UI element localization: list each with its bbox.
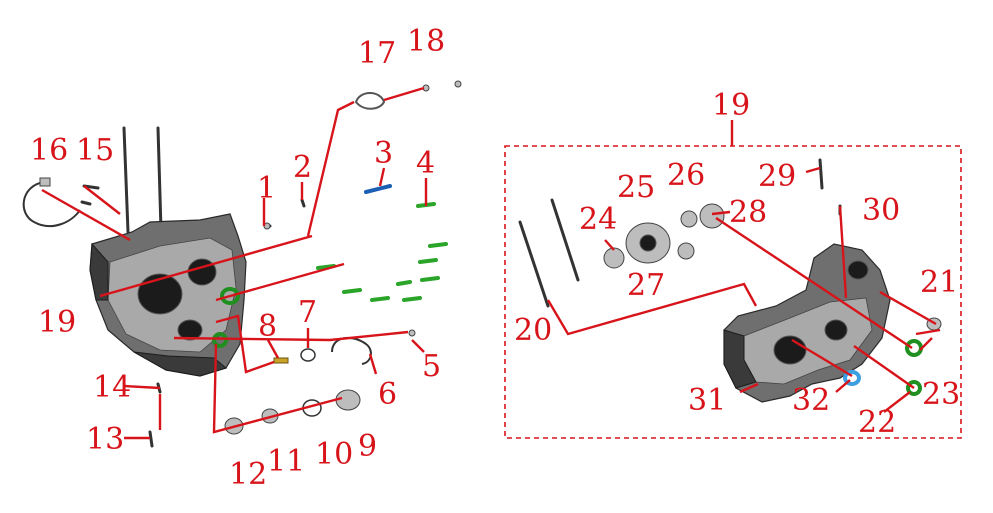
callout-16: 16 [30, 133, 68, 168]
seal-22 [906, 380, 922, 396]
assembly-19-box [504, 145, 962, 439]
callout-8: 8 [258, 309, 277, 344]
callout-12: 12 [229, 457, 267, 492]
bolt-5 [408, 329, 416, 337]
clip-15 [80, 200, 92, 206]
callout-18: 18 [407, 24, 445, 59]
callout-21: 21 [920, 265, 958, 300]
callout-29: 29 [758, 159, 796, 194]
green-bolt-h [396, 280, 412, 286]
nut-18 [454, 80, 462, 88]
bearing-28 [699, 203, 725, 229]
green-bolt-e [370, 296, 390, 302]
seal-32 [843, 370, 861, 386]
callout-19-left: 19 [38, 305, 76, 340]
callout-13: 13 [86, 422, 124, 457]
green-bolt-a [428, 242, 448, 248]
callout-22: 22 [858, 405, 896, 440]
callout-23: 23 [922, 377, 960, 412]
callout-14: 14 [93, 370, 131, 405]
callout-labels: 1 2 3 4 5 6 7 8 9 10 11 12 13 14 15 16 1… [30, 24, 960, 492]
plug-8 [273, 357, 289, 364]
callout-6: 6 [378, 377, 397, 412]
callout-25: 25 [617, 170, 655, 205]
bolt-2 [300, 198, 306, 208]
bearing-24 [603, 247, 625, 269]
callout-3: 3 [374, 136, 393, 171]
callout-17: 17 [358, 36, 396, 71]
callout-15: 15 [76, 133, 114, 168]
wire-6 [331, 336, 372, 365]
callout-24: 24 [579, 202, 617, 237]
callout-19-right: 19 [712, 88, 750, 123]
callout-7: 7 [298, 295, 317, 330]
bearing-27 [677, 242, 695, 260]
callout-10: 10 [315, 437, 353, 472]
stud-20b [550, 198, 580, 282]
bearing-25-bore [639, 234, 657, 252]
o-ring-7 [300, 348, 316, 362]
clip-17 [354, 92, 386, 110]
wire-harness-16 [22, 181, 81, 228]
callout-30: 30 [862, 193, 900, 228]
callout-31: 31 [688, 383, 726, 418]
green-bolt-f [402, 296, 422, 302]
dowel-3 [364, 184, 392, 194]
callout-1: 1 [257, 171, 276, 206]
callout-32: 32 [792, 383, 830, 418]
callout-11: 11 [267, 444, 305, 479]
callout-20: 20 [514, 313, 552, 348]
callout-9: 9 [358, 429, 377, 464]
callout-26: 26 [667, 158, 705, 193]
callout-4: 4 [416, 146, 435, 181]
callout-28: 28 [729, 195, 767, 230]
stud-bolt-a [122, 126, 130, 234]
right-crankcase-half [723, 243, 891, 403]
bearing-26 [680, 210, 698, 228]
callout-2: 2 [293, 150, 312, 185]
seal-23 [905, 339, 923, 357]
green-bolt-c [418, 258, 438, 264]
filter-cap-9 [335, 389, 361, 411]
bolt-13 [148, 430, 154, 448]
leader-lines [41, 86, 941, 440]
callout-5: 5 [422, 349, 441, 384]
stud-20 [518, 220, 550, 308]
callout-27: 27 [627, 268, 665, 303]
green-bolt-g [420, 276, 440, 282]
sensor-29 [818, 158, 824, 190]
green-bolt-d [342, 288, 362, 294]
stud-bolt-b [156, 126, 163, 232]
wire-connector [39, 177, 51, 187]
